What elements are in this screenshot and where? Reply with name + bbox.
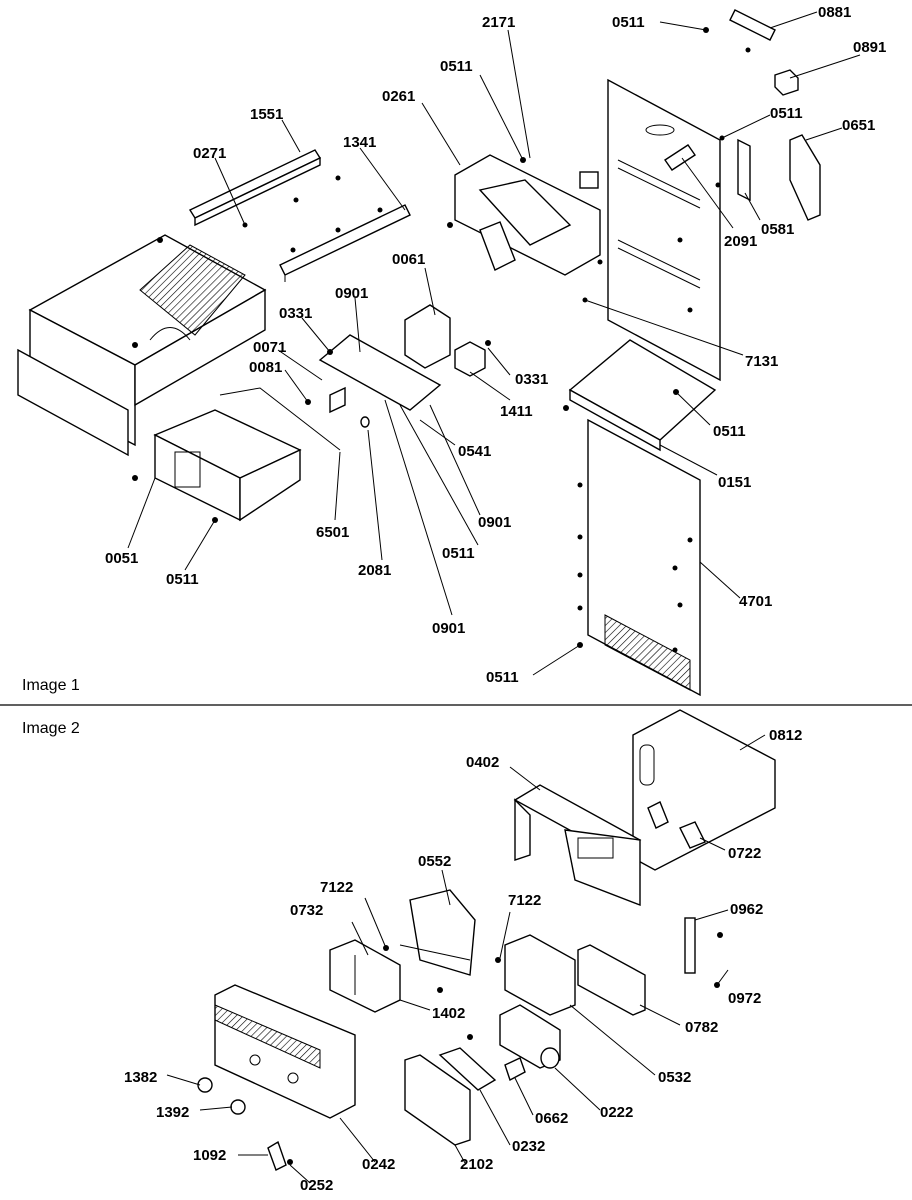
pin-0722b [679,821,706,849]
plate-2102 [404,1054,471,1146]
cover-0051 [153,409,302,522]
callout: 7122 [320,879,353,896]
rail-1341 [279,204,411,276]
callout: 1092 [193,1147,226,1164]
callout: 0232 [512,1138,545,1155]
panel-titles: Image 1 Image 2 [22,677,80,737]
callout: 0881 [818,4,851,21]
image2-drawing [197,709,776,1171]
frame-0552 [399,889,476,976]
part-0891 [774,69,799,96]
callout: 7122 [508,892,541,909]
callout: 0972 [728,990,761,1007]
callout: 0552 [418,853,451,870]
callout: 1402 [432,1005,465,1022]
lever-0232 [438,1047,497,1091]
bracket-0901 [318,334,442,411]
tube-2091 [664,144,696,171]
callout: 0511 [713,423,746,440]
callout: 0331 [279,305,312,322]
knob-1382 [197,1077,213,1093]
callout: 2171 [482,14,515,31]
callout: 0261 [382,88,415,105]
callout: 1382 [124,1069,157,1086]
callout: 0222 [600,1104,633,1121]
callout: 0962 [730,901,763,918]
callout: 0541 [458,443,491,460]
part-0881 [729,9,776,41]
callout: 0891 [853,39,886,56]
switch-0061 [404,304,451,369]
panel-title-1: Image 1 [22,677,80,694]
callout: 0071 [253,339,286,356]
callout: 1411 [500,403,533,420]
leader-lines-1 [127,11,861,676]
callout: 0662 [535,1110,568,1127]
callout: 0732 [290,902,323,919]
callout: 0581 [761,221,794,238]
bracket-1092 [267,1140,287,1171]
callout: 2081 [358,562,391,579]
callout: 0151 [718,474,751,491]
block-1411 [454,341,486,377]
callout: 0901 [432,620,465,637]
back-panel-2171 [607,78,721,382]
housing-0732 [329,939,401,1013]
shelf-0151 [568,339,717,452]
leader-lines-2 [166,734,766,1184]
callout: 0812 [769,727,802,744]
part-0651 [789,134,821,221]
ice-bin [17,234,267,457]
callout: 2091 [724,233,757,250]
callout: 1341 [343,134,376,151]
callout: 0651 [842,117,875,134]
callout: 0252 [300,1177,333,1194]
bezel-0782 [577,944,646,1016]
callout: 0901 [478,514,511,531]
callout: 1551 [250,106,283,123]
callout: 0532 [658,1069,691,1086]
callout: 0901 [335,285,368,302]
callout: 7131 [745,353,778,370]
callout: 0511 [486,669,519,686]
callout: 0511 [442,545,475,562]
rod-6501 [219,387,341,451]
knob-1392 [230,1099,246,1115]
callout: 0061 [392,251,425,268]
callout: 0782 [685,1019,718,1036]
callout: 1392 [156,1104,189,1121]
callout: 4701 [739,593,772,610]
image1-drawing [17,9,821,697]
pin-0722 [647,801,669,829]
callout: 0511 [770,105,803,122]
callout-labels: 0511 0881 2171 0891 0511 0261 0511 0651 … [105,4,886,1194]
callout: 0402 [466,754,499,771]
callout: 0511 [612,14,645,31]
spring-0662 [504,1057,526,1082]
panel-title-2: Image 2 [22,720,80,737]
front-panel-0242 [214,984,356,1119]
callout: 0511 [440,58,473,75]
housing-0532 [504,934,576,1016]
icemaker-0261 [454,154,601,276]
callout: 0511 [166,571,199,588]
callout: 0242 [362,1156,395,1173]
callout: 2102 [460,1156,493,1173]
callout: 0081 [249,359,282,376]
callout: 0051 [105,550,138,567]
callout: 0722 [728,845,761,862]
panel-4701 [587,418,701,697]
housing-0402 [513,784,642,907]
callout: 6501 [316,524,349,541]
bracket-0581 [737,138,751,202]
callout: 0331 [515,371,548,388]
callout: 0271 [193,145,226,162]
valve-0222 [499,1004,561,1069]
strip-0962 [684,917,696,974]
